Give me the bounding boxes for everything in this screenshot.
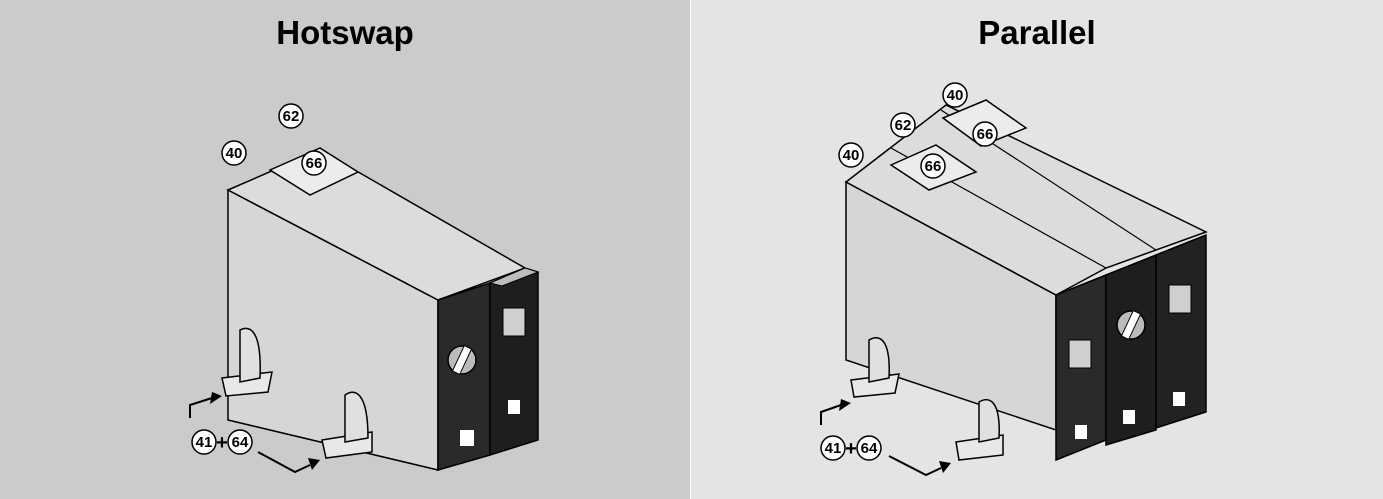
arrow-front <box>257 451 311 474</box>
front-label <box>460 430 474 446</box>
arrow-rear-head <box>210 392 222 404</box>
callout-62: 62 <box>278 103 304 129</box>
ebm-front-panel <box>489 267 539 457</box>
arrow-rear-head <box>839 399 851 411</box>
lcd-display-1 <box>1068 339 1092 369</box>
svg-text:66: 66 <box>977 126 994 143</box>
callout-64: 64 <box>856 435 882 461</box>
hotswap-title: Hotswap <box>276 14 414 51</box>
svg-text:40: 40 <box>843 147 860 164</box>
front-label-1 <box>1075 425 1087 439</box>
callout-40-top: 40 <box>942 82 968 108</box>
svg-text:64: 64 <box>232 434 249 451</box>
callout-40-left: 40 <box>838 142 864 168</box>
svg-text:41: 41 <box>196 434 213 451</box>
parallel-illustration: 40 40 62 66 66 41 + 64 <box>820 82 1208 477</box>
svg-text:66: 66 <box>925 158 942 175</box>
callout-64: 64 <box>227 429 253 455</box>
svg-text:40: 40 <box>226 145 243 162</box>
hotswap-illustration: 40 62 66 41 + 64 <box>189 103 540 474</box>
lcd-display-2 <box>1168 284 1192 314</box>
callout-41: 41 <box>820 435 846 461</box>
svg-text:62: 62 <box>283 108 300 125</box>
foot-rear-upright <box>868 337 890 383</box>
callout-plus: + <box>216 432 228 454</box>
arrow-rear <box>820 404 842 425</box>
callout-plus: + <box>845 438 857 460</box>
callout-41: 41 <box>191 429 217 455</box>
ups3-front-panel <box>1155 233 1207 430</box>
hotswap-panel: Hotswap 40 <box>0 0 690 499</box>
callout-62: 62 <box>890 112 916 138</box>
svg-text:41: 41 <box>825 440 842 457</box>
parallel-panel: Parallel 40 <box>691 0 1383 499</box>
svg-text:66: 66 <box>306 155 323 172</box>
foot-front-upright <box>344 391 369 443</box>
callout-40: 40 <box>221 140 247 166</box>
callout-66-upper: 66 <box>972 121 998 147</box>
ebm-label <box>508 400 520 414</box>
foot-front-upright <box>978 399 1000 443</box>
arrow-rear <box>189 397 213 418</box>
parallel-title: Parallel <box>978 14 1096 51</box>
arrow-front-head <box>939 461 951 473</box>
svg-text:64: 64 <box>861 440 878 457</box>
callout-66-lower: 66 <box>920 153 946 179</box>
ups2-front-panel <box>1105 253 1157 447</box>
switch-handle <box>1120 309 1142 341</box>
lcd-display <box>502 307 526 337</box>
callout-66: 66 <box>301 150 327 176</box>
arrow-front <box>888 455 942 477</box>
front-label-3 <box>1173 392 1185 406</box>
ebm-top-edge <box>488 267 540 287</box>
front-label-2 <box>1123 410 1135 424</box>
foot-rear-upright <box>239 327 261 383</box>
svg-text:62: 62 <box>895 117 912 134</box>
switch-handle <box>451 344 473 376</box>
arrow-front-head <box>308 458 320 470</box>
svg-text:40: 40 <box>947 87 964 104</box>
